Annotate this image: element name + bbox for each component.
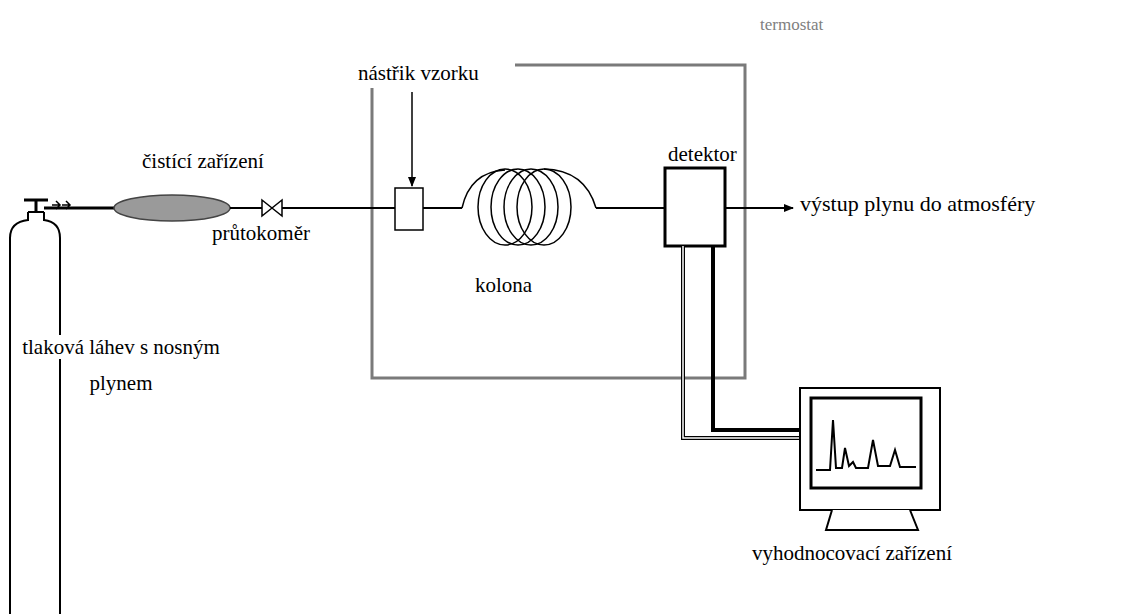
cylinder-label: tlaková láhev s nosným plynem — [20, 335, 222, 395]
signal-wires — [683, 246, 802, 438]
purifier-label: čistící zařízení — [142, 148, 264, 174]
gas-cylinder — [10, 200, 70, 614]
injection-arrow — [411, 92, 413, 186]
thermostat-label: termostat — [760, 14, 823, 35]
exhaust-label: výstup plynu do atmosféry — [800, 190, 1035, 218]
gas-pipe — [596, 207, 665, 209]
column-label: kolona — [475, 272, 532, 298]
evaluation-label: vyhodnocovací zařízení — [752, 540, 952, 566]
thermostat-outline — [372, 65, 745, 378]
flowmeter-label: průtokoměr — [212, 220, 310, 246]
gas-pipe — [44, 207, 116, 210]
gas-pipe — [423, 207, 462, 209]
gas-pipe — [230, 207, 262, 209]
monitor-symbol — [800, 388, 940, 530]
valve-symbol — [262, 200, 282, 216]
purifier-symbol — [114, 195, 230, 221]
detector-box — [665, 168, 725, 246]
detector-label: detektor — [668, 141, 737, 167]
injection-label: nástřik vzorku — [358, 60, 479, 86]
column-coil — [462, 169, 596, 245]
injector-box — [395, 188, 423, 230]
exhaust-arrow — [725, 207, 793, 209]
label-holder: tlaková láhev s nosným plynem — [12, 330, 230, 401]
gas-pipe — [282, 207, 395, 209]
